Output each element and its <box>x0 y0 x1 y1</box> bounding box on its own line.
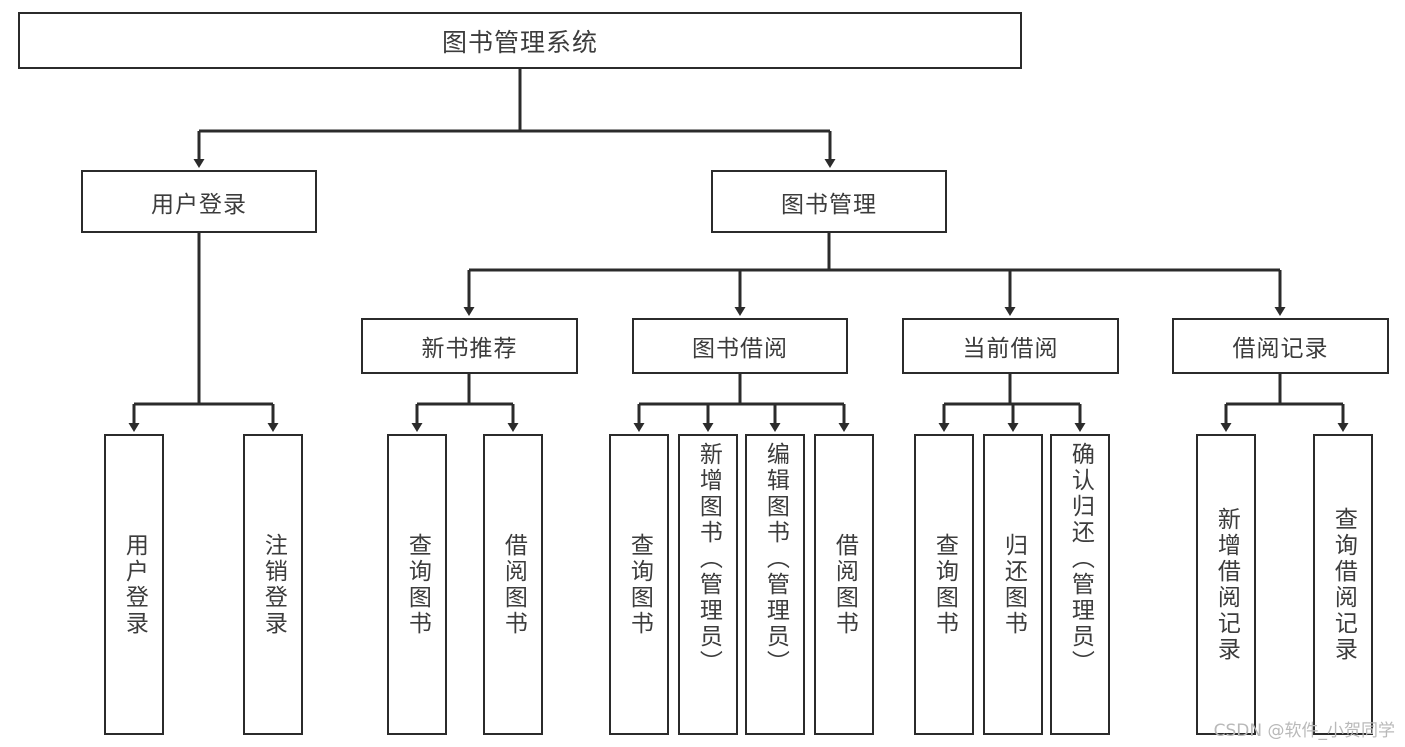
node-book-borrow[interactable]: 图书借阅 <box>632 318 848 374</box>
node-leaf-edit-book-admin[interactable]: 编辑图书（管理员） <box>745 434 805 735</box>
node-leaf-add-book-admin[interactable]: 新增图书（管理员） <box>678 434 738 735</box>
node-leaf-query-book-2-label: 查询图书 <box>626 532 653 637</box>
node-leaf-return-book-label: 归还图书 <box>1000 532 1027 637</box>
node-leaf-borrow-book-1[interactable]: 借阅图书 <box>483 434 543 735</box>
node-book-management[interactable]: 图书管理 <box>711 170 947 233</box>
node-leaf-query-borrow-record[interactable]: 查询借阅记录 <box>1313 434 1373 735</box>
node-borrow-record[interactable]: 借阅记录 <box>1172 318 1389 374</box>
node-leaf-return-book[interactable]: 归还图书 <box>983 434 1043 735</box>
node-leaf-query-book-3[interactable]: 查询图书 <box>914 434 974 735</box>
node-user-login[interactable]: 用户登录 <box>81 170 317 233</box>
node-root-system[interactable]: 图书管理系统 <box>18 12 1022 69</box>
node-leaf-add-borrow-record[interactable]: 新增借阅记录 <box>1196 434 1256 735</box>
node-leaf-confirm-return-admin-label: 确认归还（管理员） <box>1067 442 1094 676</box>
node-leaf-add-borrow-record-label: 新增借阅记录 <box>1213 506 1240 663</box>
node-leaf-borrow-book-1-label: 借阅图书 <box>500 532 527 637</box>
node-book-borrow-label: 图书借阅 <box>692 336 788 362</box>
node-leaf-user-login-label: 用户登录 <box>121 532 148 637</box>
node-new-book-recommend[interactable]: 新书推荐 <box>361 318 578 374</box>
node-current-borrow-label: 当前借阅 <box>962 336 1059 362</box>
node-leaf-add-book-admin-label: 新增图书（管理员） <box>695 442 722 676</box>
node-leaf-borrow-book-2[interactable]: 借阅图书 <box>814 434 874 735</box>
node-borrow-record-label: 借阅记录 <box>1232 336 1329 362</box>
node-user-login-label: 用户登录 <box>151 191 247 218</box>
node-current-borrow[interactable]: 当前借阅 <box>902 318 1119 374</box>
node-book-management-label: 图书管理 <box>781 191 877 218</box>
watermark-text: CSDN @软件_小贺同学 <box>1213 721 1395 741</box>
node-new-book-recommend-label: 新书推荐 <box>421 336 518 362</box>
node-leaf-query-borrow-record-label: 查询借阅记录 <box>1330 506 1357 663</box>
node-leaf-query-book-1[interactable]: 查询图书 <box>387 434 447 735</box>
node-leaf-query-book-1-label: 查询图书 <box>404 532 431 637</box>
node-root-label: 图书管理系统 <box>441 27 598 57</box>
node-leaf-logout[interactable]: 注销登录 <box>243 434 303 735</box>
node-leaf-edit-book-admin-label: 编辑图书（管理员） <box>762 442 789 676</box>
node-leaf-logout-label: 注销登录 <box>260 532 287 637</box>
node-leaf-confirm-return-admin[interactable]: 确认归还（管理员） <box>1050 434 1110 735</box>
node-leaf-query-book-2[interactable]: 查询图书 <box>609 434 669 735</box>
node-leaf-query-book-3-label: 查询图书 <box>931 532 958 637</box>
node-leaf-user-login[interactable]: 用户登录 <box>104 434 164 735</box>
node-leaf-borrow-book-2-label: 借阅图书 <box>831 532 858 637</box>
